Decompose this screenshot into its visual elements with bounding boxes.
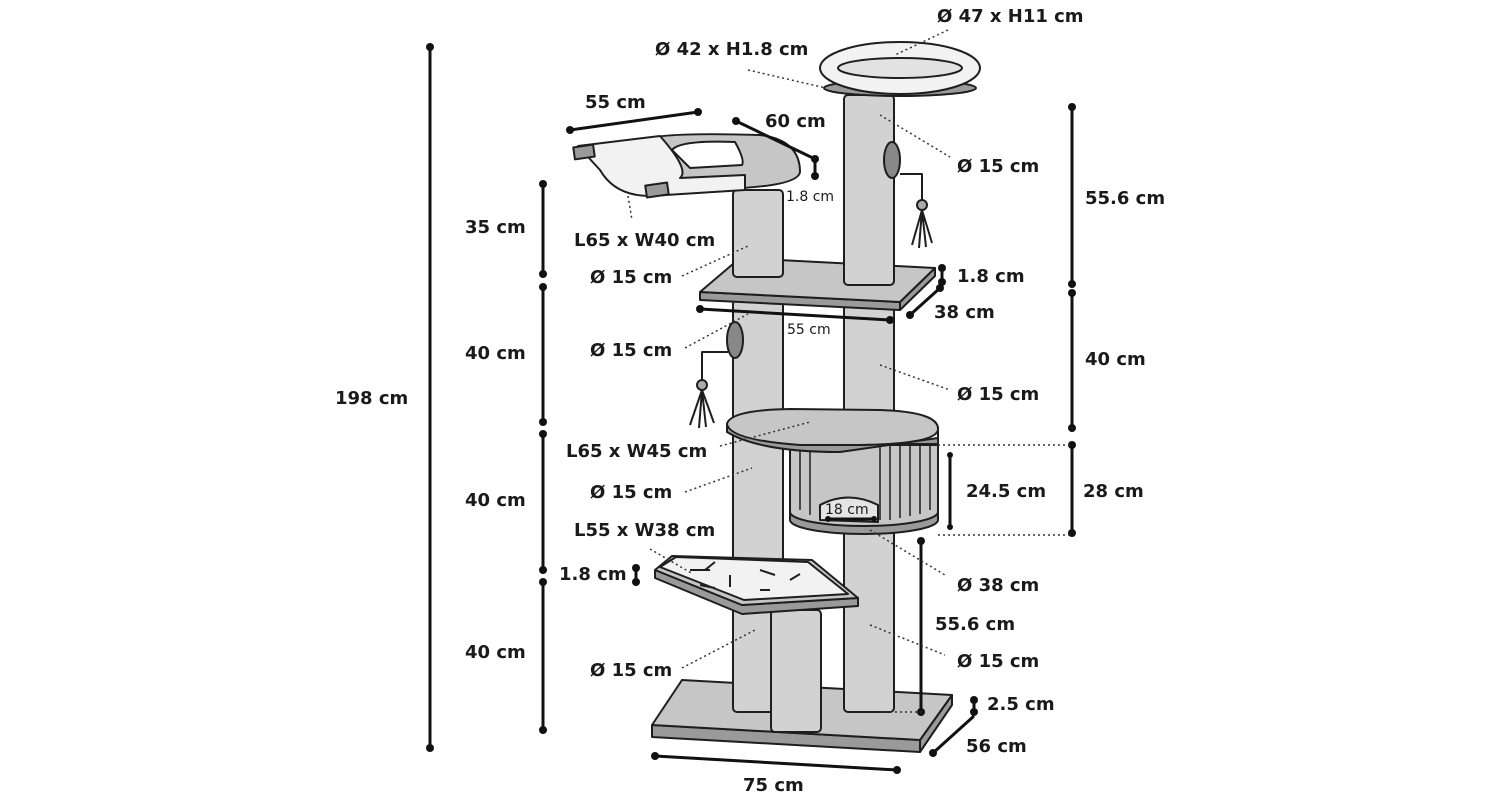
label-house-height: 28 cm	[1083, 481, 1144, 502]
label-base-width: 75 cm	[743, 775, 804, 796]
toy-mouse-upper	[883, 141, 933, 249]
label-lower-left-post: Ø 15 cm	[590, 482, 672, 503]
label-top-disc: Ø 42 x H1.8 cm	[655, 39, 808, 60]
toy-mouse-lower	[689, 321, 744, 429]
label-upper-left-post: Ø 15 cm	[590, 267, 672, 288]
label-hammock-thickness: 1.8 cm	[786, 189, 834, 205]
label-lower-platform: L55 x W38 cm	[574, 520, 715, 541]
top-bed	[819, 41, 981, 97]
label-bottom-left-post: Ø 15 cm	[590, 660, 672, 681]
label-mid-platform-width: 55 cm	[787, 322, 831, 338]
label-bottom-right-post: Ø 15 cm	[957, 651, 1039, 672]
label-lower-platform-thickness: 1.8 cm	[559, 564, 627, 585]
label-house-inner-height: 24.5 cm	[966, 481, 1046, 502]
post-bottom-right	[843, 529, 895, 713]
label-mid-right-post: Ø 15 cm	[957, 384, 1039, 405]
label-base-depth: 56 cm	[966, 736, 1027, 757]
label-left-upper-height: 35 cm	[465, 217, 526, 238]
leader-lines	[627, 29, 951, 713]
label-hammock-width: 55 cm	[585, 92, 646, 113]
label-right-lower-height: 55.6 cm	[935, 614, 1015, 635]
post-bottom-middle	[770, 609, 822, 733]
post-upper-left	[732, 189, 784, 278]
label-mid-left-post: Ø 15 cm	[590, 340, 672, 361]
lower-platform	[654, 555, 859, 615]
label-house-opening: 18 cm	[825, 502, 869, 518]
label-hammock-depth: 60 cm	[765, 111, 826, 132]
post-mid-left	[732, 299, 784, 426]
label-left-lower-height: 40 cm	[465, 490, 526, 511]
label-total-height: 198 cm	[335, 388, 408, 409]
label-top-bed: Ø 47 x H11 cm	[937, 6, 1084, 27]
label-left-mid-height: 40 cm	[465, 343, 526, 364]
dimension-labels: Ø 47 x H11 cm Ø 42 x H1.8 cm 55 cm 60 cm…	[335, 6, 1165, 796]
hammock-platform	[572, 133, 801, 199]
label-hammock-size: L65 x W40 cm	[574, 230, 715, 251]
label-oval-platform: L65 x W45 cm	[566, 441, 707, 462]
label-right-mid-height: 40 cm	[1085, 349, 1146, 370]
label-left-bottom-height: 40 cm	[465, 642, 526, 663]
label-upper-right-post: Ø 15 cm	[957, 156, 1039, 177]
label-base-thickness: 2.5 cm	[987, 694, 1055, 715]
label-house-diameter: Ø 38 cm	[957, 575, 1039, 596]
label-mid-platform-depth: 38 cm	[934, 302, 995, 323]
post-lower-left	[732, 429, 784, 576]
label-right-upper-height: 55.6 cm	[1085, 188, 1165, 209]
post-upper-right	[843, 94, 895, 286]
house-drum	[789, 444, 939, 535]
oval-platform	[726, 408, 940, 453]
label-mid-platform-thickness: 1.8 cm	[957, 266, 1025, 287]
dimension-lines	[426, 43, 1076, 774]
